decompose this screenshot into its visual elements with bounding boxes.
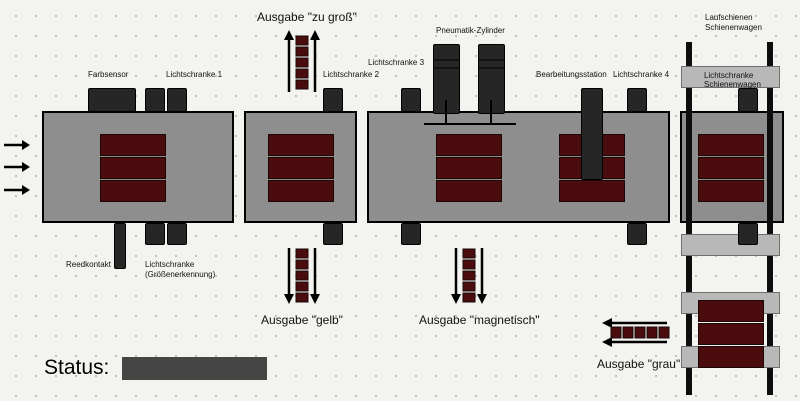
lichtschranke-groesse bbox=[145, 223, 165, 245]
lichtschranke1-top-b bbox=[167, 88, 187, 112]
label-ausgabe-gelb: Ausgabe "gelb" bbox=[261, 313, 343, 327]
label-lichtschranke1: Lichtschranke 1 bbox=[166, 70, 223, 79]
lichtschranke2-top bbox=[323, 88, 343, 112]
reedkontakt bbox=[114, 223, 126, 269]
label-laufschienen-1: Laufschienen bbox=[705, 13, 753, 22]
lichtschranke3-top bbox=[401, 88, 421, 112]
label-ausgabe-magnetisch: Ausgabe "magnetisch" bbox=[419, 313, 540, 327]
label-ls-groesse-1: Lichtschranke bbox=[145, 260, 195, 269]
part bbox=[100, 134, 166, 202]
label-lichtschranke3: Lichtschranke 3 bbox=[368, 58, 425, 67]
label-bearbeitungsstation: Bearbeitungsstation bbox=[536, 70, 607, 79]
schienen-lichtschranke bbox=[681, 66, 780, 88]
label-farbsensor: Farbsensor bbox=[88, 70, 129, 79]
lichtschranke-wagen-bottom bbox=[738, 223, 758, 245]
farbsensor bbox=[88, 88, 136, 112]
output-arrow-icon bbox=[284, 30, 320, 92]
lichtschranke-wagen-top bbox=[738, 88, 758, 112]
status-label: Status: bbox=[44, 356, 110, 379]
label-lichtschranke2: Lichtschranke 2 bbox=[323, 70, 380, 79]
laufschiene-rechts bbox=[767, 42, 773, 395]
label-ls-groesse-2: (Größenerkennung) bbox=[145, 270, 216, 279]
label-ls-wagen-2: Schienenwagen bbox=[704, 80, 761, 89]
label-laufschienen-2: Schienenwagen bbox=[705, 23, 762, 32]
label-lichtschranke4: Lichtschranke 4 bbox=[613, 70, 670, 79]
lichtschranke-groesse-b bbox=[167, 223, 187, 245]
lichtschranke1-top bbox=[145, 88, 165, 112]
part bbox=[436, 134, 502, 202]
station-color-sensor bbox=[42, 111, 234, 223]
laufschiene-links bbox=[686, 42, 692, 395]
lichtschranke4-top bbox=[627, 88, 647, 112]
output-arrow-icon bbox=[602, 318, 670, 347]
bearbeitungsstation bbox=[581, 88, 603, 180]
part bbox=[698, 134, 764, 202]
label-ls-wagen-1: Lichtschranke bbox=[704, 71, 754, 80]
label-pneumatik-zylinder: Pneumatik-Zylinder bbox=[436, 26, 505, 35]
output-arrow-icon bbox=[284, 248, 320, 304]
lichtschranke2-bottom bbox=[323, 223, 343, 245]
label-reedkontakt: Reedkontakt bbox=[66, 260, 111, 269]
output-arrow-icon bbox=[451, 248, 487, 304]
label-ausgabe-grau: Ausgabe "grau" bbox=[597, 357, 681, 371]
label-ausgabe-zu-gross: Ausgabe "zu groß" bbox=[257, 10, 357, 24]
lichtschranke4-bottom bbox=[627, 223, 647, 245]
part bbox=[268, 134, 334, 202]
lichtschranke3-bottom bbox=[401, 223, 421, 245]
part-grau-ausgabe bbox=[698, 300, 764, 368]
status-display bbox=[122, 357, 267, 380]
